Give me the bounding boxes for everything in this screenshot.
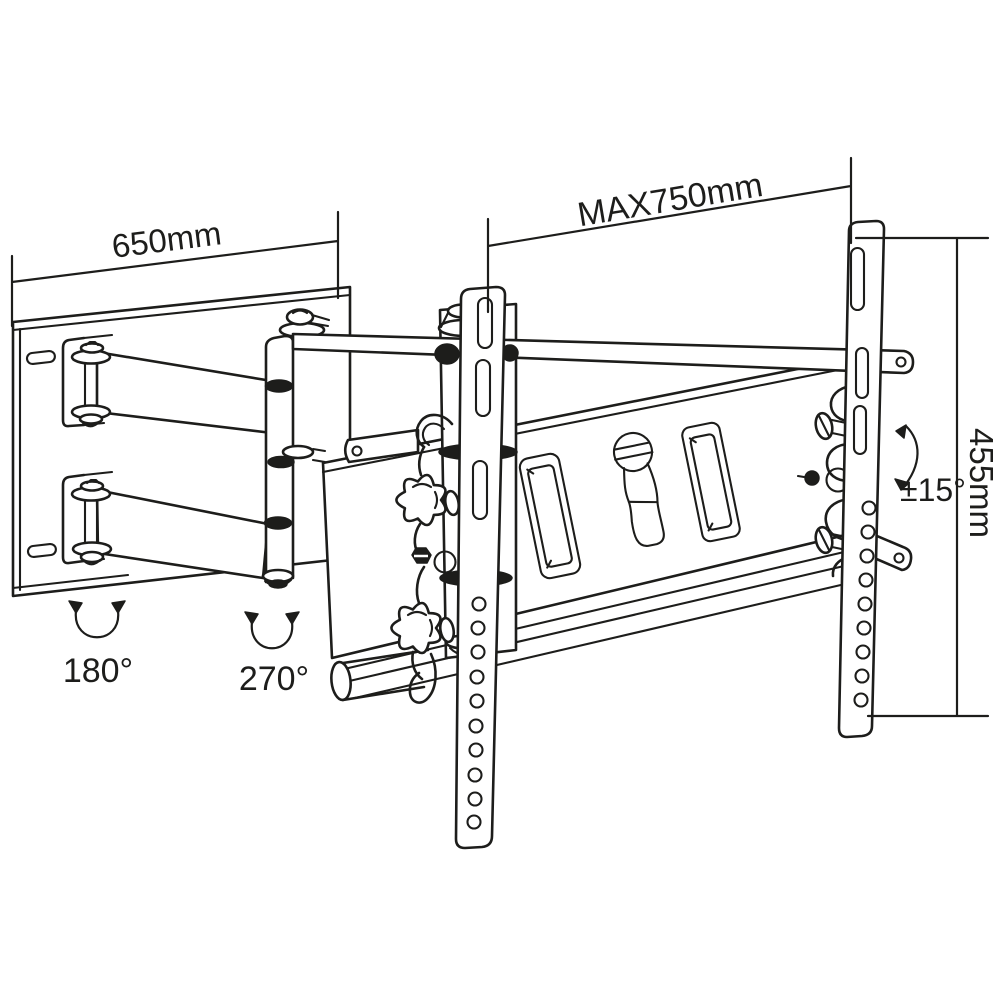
dimension-max750-label: MAX750mm (575, 166, 766, 234)
pivot-pin (804, 470, 820, 486)
center-clamp (390, 445, 461, 704)
dimension-max750: MAX750mm (486, 156, 853, 314)
plate-slot-right (681, 421, 741, 543)
lower-wall-bracket (61, 473, 86, 565)
lower-pivot-bolt (70, 478, 113, 566)
top-rail-left-end (343, 428, 420, 464)
wall-plate-slot (25, 349, 57, 559)
dimension-455-lines (854, 236, 990, 718)
swivel-270-annotation: 270° (239, 611, 309, 698)
elbow-top-bolt (278, 308, 331, 339)
upper-arm (61, 333, 274, 435)
adjustment-knob-lower (390, 601, 442, 655)
plate-slot-left (518, 452, 582, 580)
vesa-holes (466, 596, 487, 830)
swivel-270-label: 270° (239, 660, 309, 698)
tilt-annotation: ±15° (894, 424, 966, 508)
plate-keyhole (612, 431, 665, 547)
rotation-arrow-180-icon (74, 609, 120, 639)
rotation-arrow-270-icon (250, 620, 294, 650)
clamp-finger (408, 652, 437, 704)
dimension-max750-lines (486, 156, 853, 314)
swivel-180-label: 180° (63, 652, 133, 690)
hex-nut (411, 547, 432, 564)
tilt-label: ±15° (900, 472, 966, 508)
left-vesa-strip (454, 285, 507, 850)
dimension-650-lines (10, 210, 340, 328)
clamp-hole (433, 550, 457, 574)
upper-pivot-bolt (70, 340, 112, 428)
dimension-455-label: 455mm (963, 428, 1000, 538)
swivel-180-annotation: 180° (63, 600, 133, 690)
right-vesa-strip (837, 219, 886, 739)
lower-arm-segment-2 (311, 447, 327, 464)
dimension-455: 455mm (854, 236, 1000, 718)
adjustment-knob-upper (395, 473, 447, 527)
right-clamp (796, 384, 853, 578)
tilt-hook (415, 413, 454, 449)
upper-wall-bracket (61, 336, 86, 428)
upper-arm-segment-2 (291, 332, 915, 375)
lower-arm (61, 470, 270, 580)
vesa-holes-right (853, 500, 877, 708)
